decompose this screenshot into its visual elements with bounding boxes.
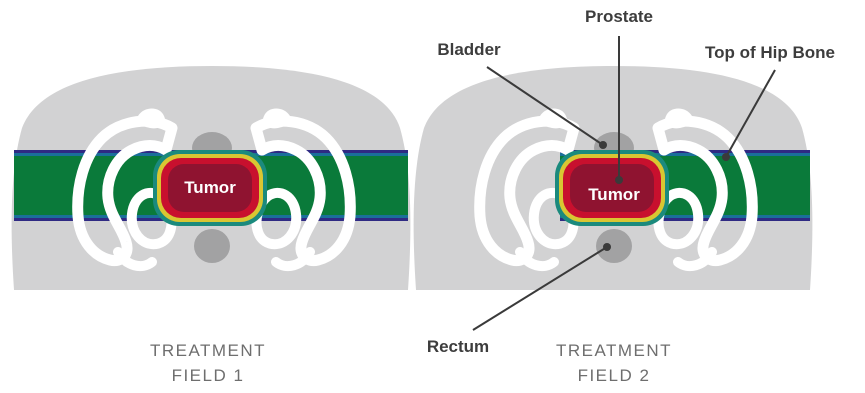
hip-bone-label: Top of Hip Bone [705,43,835,62]
tumor-label-2: Tumor [588,185,640,204]
panel-treatment-field-1: Tumor TREATMENT FIELD 1 [12,66,411,385]
prostate-label: Prostate [585,7,653,26]
rectum-shape [596,229,632,263]
caption-field-1-line1: TREATMENT [150,341,266,360]
hip-bone-dot [722,153,730,161]
prostate-dot [615,176,623,184]
rectum-dot [603,243,611,251]
bladder-dot [599,141,607,149]
rectum-label: Rectum [427,337,489,356]
rectum-shape [194,229,230,263]
bladder-label: Bladder [437,40,501,59]
caption-field-1-line2: FIELD 1 [172,366,245,385]
caption-field-2-line1: TREATMENT [556,341,672,360]
tumor-label-1: Tumor [184,178,236,197]
caption-field-2-line2: FIELD 2 [578,366,651,385]
